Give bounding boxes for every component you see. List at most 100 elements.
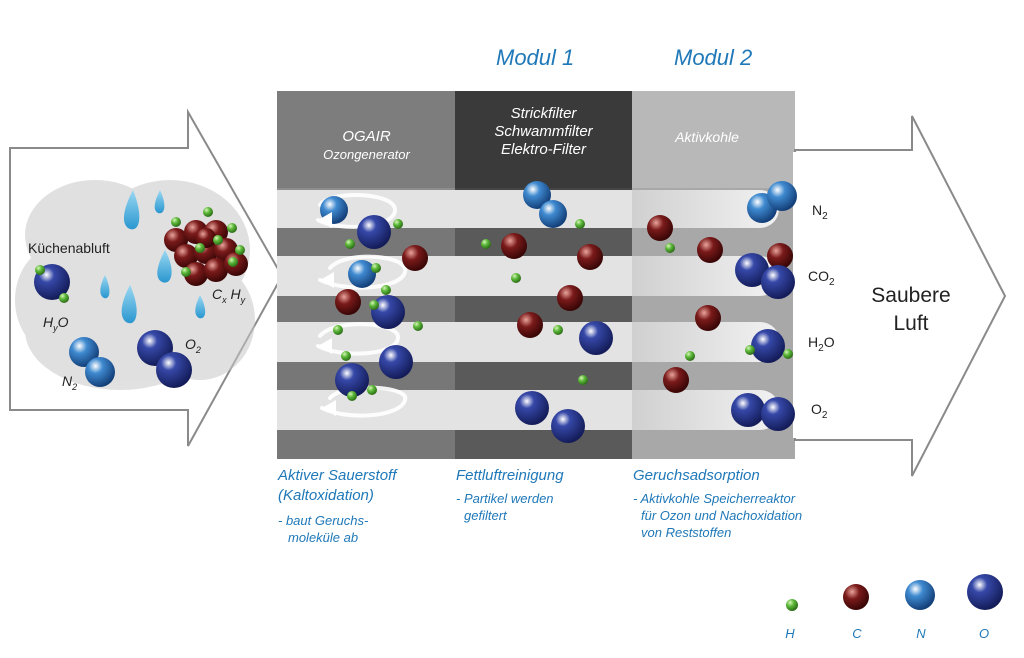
caption-1: Aktiver Sauerstoff (Kaltoxidation) - bau… [278,466,396,546]
hydrogen-atom [371,263,381,273]
hydrogen-atom [195,243,205,253]
carbon-atom [767,243,793,269]
ogair-label: OGAIR [342,128,391,145]
hydrogen-atom [381,285,391,295]
n2-left-label: N2 [62,373,77,392]
caption-2-head-1: Fettluftreinigung [456,467,564,484]
water-drops [100,190,206,324]
carbon-atom [196,228,216,248]
oxygen-atom [579,321,613,355]
hydrogen-atom [203,207,213,217]
hydrogen-atom [685,351,695,361]
hydrogen-atom [347,391,357,401]
co2-out-co: CO [808,268,829,284]
carbon-atom [647,215,673,241]
hydrogen-atom [213,235,223,245]
carbon-atom [184,262,208,286]
hyo-label: HyO [43,314,69,333]
oxygen-atom [371,295,405,329]
hydrogen-atom [553,325,563,335]
hydrogen-atom [665,243,675,253]
oxygen-atom [751,329,785,363]
hydrogen-atom [575,219,585,229]
h2o-out-h: H [808,334,819,350]
caption-1-head-2: (Kaltoxidation) [278,487,374,504]
output-arrow [794,115,1007,477]
carbon-atom [695,305,721,331]
carbon-atom [335,289,361,315]
caption-1-body-2: moleküle ab [288,530,359,545]
swirl-arrowhead [322,400,336,416]
kuechenabluft-label: Küchenabluft [28,240,110,256]
swirl-arrowhead [318,338,332,354]
h2o-out-2: 2 [818,342,824,354]
carbon-atom [557,285,583,311]
hydrogen-atom [745,345,755,355]
cxhy-y: y [240,294,246,305]
n2-left-n: N [62,373,73,389]
hydrogen-atom [59,293,69,303]
hydrogen-atom [171,217,181,227]
module-2-heading: Modul 2 [674,45,753,70]
ozongenerator-label: Ozongenerator [323,147,410,162]
result-line-2: Luft [893,312,929,335]
nitrogen-atom [905,580,935,610]
swirl-arrowhead [318,212,332,228]
oxygen-atom [967,574,1003,610]
oxygen-atom [357,215,391,249]
schwammfilter-label: Schwammfilter [494,123,593,140]
oxygen-atom [761,397,795,431]
n2-out-label: N2 [812,202,828,222]
oxygen-atom [156,352,192,388]
module-1-heading: Modul 1 [496,45,575,70]
aktivkohle-title: Aktivkohle [675,129,739,145]
hydrogen-atom [341,351,351,361]
caption-3: Geruchsadsorption - Aktivkohle Speicherr… [633,466,802,541]
carbon-atom [204,258,228,282]
nitrogen-atom [348,260,376,288]
nitrogen-atom [539,200,567,228]
h2o-out-o: O [823,334,835,350]
oxygen-atom [335,363,369,397]
cxhy-h: H [230,286,241,302]
o2-out-o: O [811,401,822,417]
caption-3-body-3: von Reststoffen [641,525,732,540]
n2-left-2: 2 [72,381,78,392]
hydrogen-atom [413,321,423,331]
carbon-atom [663,367,689,393]
legend-n-label: N [916,626,926,641]
oxygen-atom [761,265,795,299]
o2-left-2: 2 [195,344,201,355]
ogair-title: OGAIR Ozongenerator [277,128,456,164]
carbon-atom [501,233,527,259]
oxygen-atom [515,391,549,425]
caption-3-body-2: für Ozon und Nachoxidation [641,508,803,523]
hydrogen-atom [227,223,237,233]
carbon-atom [402,245,428,271]
hydrogen-atom [181,267,191,277]
carbon-atom [174,244,198,268]
n2-out-2: 2 [822,210,828,222]
oxygen-atom [735,253,769,287]
n2-out-n: N [812,202,823,218]
hydrogen-atom [481,239,491,249]
co2-out-2: 2 [829,276,835,288]
elektrofilter-label: Elektro-Filter [500,141,586,158]
hyo-o: O [57,314,69,330]
cxhy-c: C [212,286,223,302]
caption-3-head-1: Geruchsadsorption [633,467,760,484]
cxhy-x: x [222,294,227,305]
caption-1-body-1: - baut Geruchs- [278,513,369,528]
o2-out-2: 2 [821,409,828,421]
carbon-atom [577,244,603,270]
oxygen-atom [731,393,765,427]
o2-left-label: O2 [185,336,201,355]
hyo-y: y [53,322,58,333]
swirl-arrowhead [320,272,334,288]
hydrogen-atom [367,385,377,395]
hydrogen-atom [511,273,521,283]
nitrogen-atom [69,337,99,367]
carbon-atom [517,312,543,338]
